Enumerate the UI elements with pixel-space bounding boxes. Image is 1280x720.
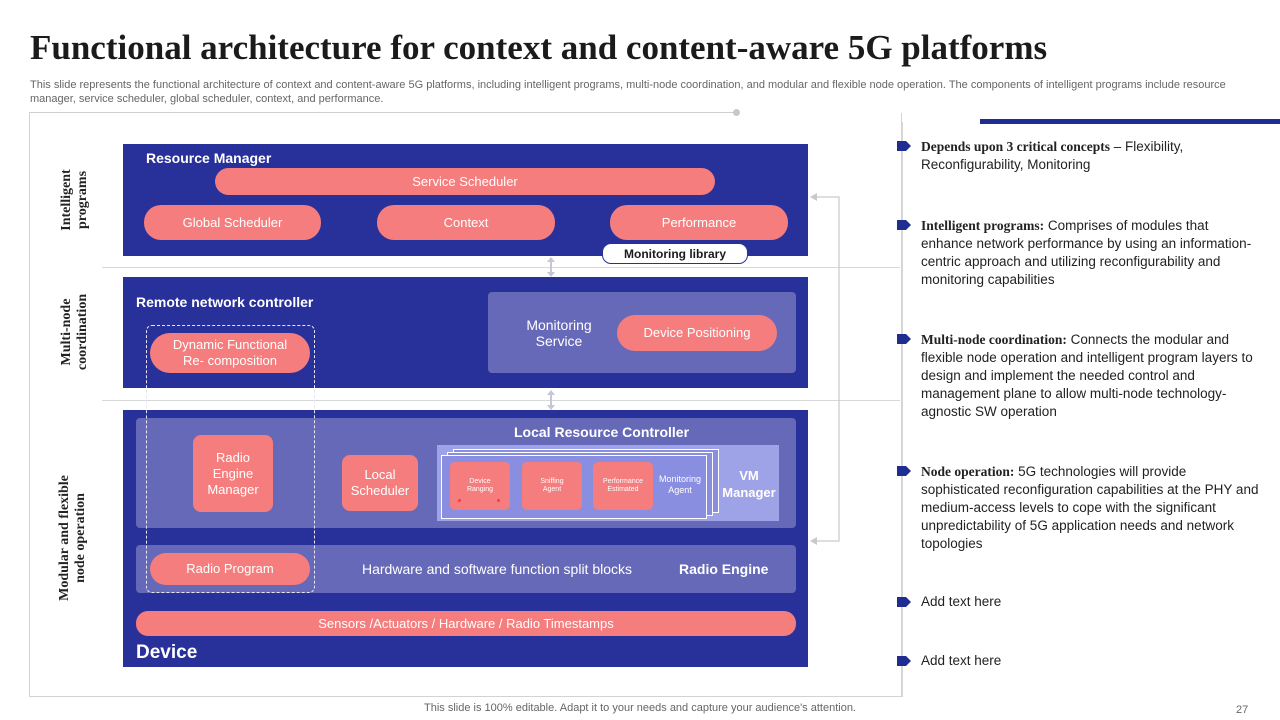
bullet-1: Depends upon 3 critical concepts – Flexi…	[921, 139, 1184, 172]
slide-subtitle: This slide represents the functional arc…	[30, 79, 1226, 105]
device-label: Device	[136, 642, 198, 663]
bullet-arrow-icon	[897, 141, 911, 151]
service-scheduler: Service Scheduler	[215, 168, 715, 195]
double-arrow-icon	[547, 257, 555, 277]
layer-separator	[102, 267, 900, 268]
bullet-arrow-icon	[897, 656, 911, 666]
resource-manager-title: Resource Manager	[146, 150, 272, 166]
sensors-bar: Sensors /Actuators / Hardware / Radio Ti…	[136, 611, 796, 636]
slide-title: Functional architecture for context and …	[30, 28, 1048, 67]
bullet-5: Add text here	[921, 594, 1002, 609]
status-dot	[458, 499, 461, 502]
accent-bar	[980, 119, 1280, 124]
remote-network-controller-title: Remote network controller	[136, 294, 314, 310]
split-blocks-label: Hardware and software function split blo…	[362, 561, 633, 577]
bullet-arrow-icon	[897, 220, 911, 230]
bullet-4: Node operation: 5G technologies will pro…	[921, 464, 1259, 551]
diagram-frame	[29, 113, 902, 697]
bullet-arrow-icon	[897, 466, 911, 476]
page-number: 27	[1236, 704, 1249, 716]
device-positioning: Device Positioning	[617, 315, 777, 351]
right-panel-divider	[902, 122, 903, 697]
monitoring-library: Monitoring library	[602, 243, 748, 264]
status-dot	[497, 499, 500, 502]
bullet-arrow-icon	[897, 334, 911, 344]
radio-program: Radio Program	[150, 553, 310, 585]
frame-dot	[733, 109, 740, 116]
local-resource-controller-title: Local Resource Controller	[514, 424, 690, 440]
feedback-connector	[810, 193, 840, 545]
bullet-3: Multi-node coordination: Connects the mo…	[921, 332, 1253, 419]
frame-top-line	[29, 112, 736, 113]
bullet-arrow-icon	[897, 597, 911, 607]
bullet-6: Add text here	[921, 653, 1002, 668]
global-scheduler: Global Scheduler	[144, 205, 321, 240]
layer-separator	[102, 400, 900, 401]
double-arrow-icon	[547, 390, 555, 410]
context: Context	[377, 205, 555, 240]
footer-note: This slide is 100% editable. Adapt it to…	[424, 702, 856, 714]
bullet-2: Intelligent programs: Comprises of modul…	[921, 218, 1252, 287]
dashed-group-outline	[146, 325, 315, 593]
radio-engine-label: Radio Engine	[679, 561, 769, 577]
performance: Performance	[610, 205, 788, 240]
